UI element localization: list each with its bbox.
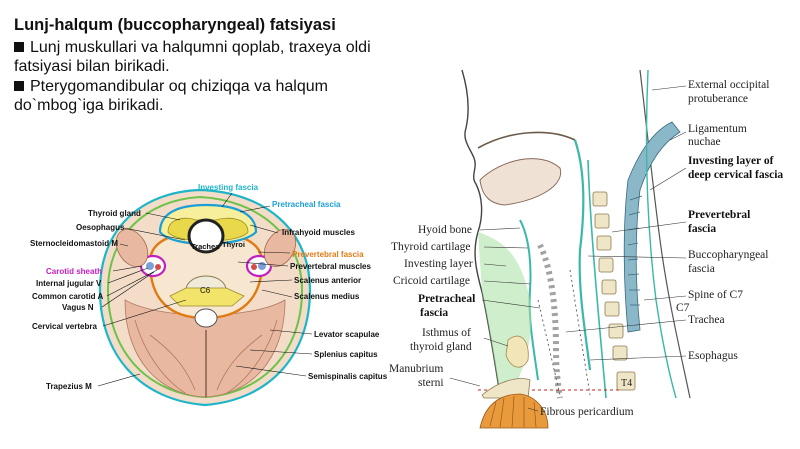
common-carotid-left — [155, 264, 161, 270]
label-isthmus-1: Isthmus of — [422, 327, 471, 339]
label-thyroid-cartilage: Thyroid cartilage — [391, 241, 471, 253]
label-esophagus: Esophagus — [688, 350, 738, 362]
sagittal-labels: External occipital protuberance Ligament… — [389, 79, 783, 418]
cross-section-leader-lines — [97, 192, 313, 387]
label-sternocleidomastoid: Sternocleidomastoid M — [30, 239, 118, 248]
neck-cross-section — [98, 188, 312, 407]
label-scalenus-medius: Scalenus medius — [294, 292, 360, 301]
label-semispinalis-capitus: Semispinalis capitus — [308, 372, 388, 381]
thyroid-isthmus — [505, 335, 529, 368]
label-c6: C6 — [200, 286, 211, 295]
label-levator-scapulae: Levator scapulae — [314, 330, 380, 339]
label-splenius-capitus: Splenius capitus — [314, 350, 378, 359]
label-ligamentum-2: nuchae — [688, 136, 721, 148]
label-scalenus-anterior: Scalenus anterior — [294, 276, 361, 285]
head-profile-outline — [461, 69, 501, 396]
label-common-carotid: Common carotid A — [32, 292, 103, 301]
label-manubrium-1: Manubrium — [389, 363, 443, 375]
bullet-1: Lunj muskullari va halqumni qoplab, trax… — [14, 38, 414, 77]
label-isthmus-2: thyroid gland — [410, 341, 472, 353]
label-prevertebral-1: Prevertebral — [688, 209, 750, 221]
label-c7: C7 — [676, 302, 690, 314]
label-spine-c7: Spine of C7 — [688, 289, 743, 301]
cross-section-labels: Investing fascia Pretracheal fascia Thyr… — [30, 183, 388, 391]
label-ext-occipital-1: External occipital — [688, 79, 769, 91]
square-bullet-icon — [14, 41, 24, 52]
label-investing-layer: Investing layer — [404, 258, 473, 270]
label-investing-fascia: Investing fascia — [198, 183, 259, 192]
label-pretracheal-2: fascia — [420, 307, 448, 319]
sagittal-section — [461, 69, 691, 429]
muscle-segment-lines — [134, 319, 278, 394]
fibrous-pericardium — [479, 393, 549, 429]
pretracheal-dotted — [537, 269, 591, 396]
label-trachea: Trachea — [191, 242, 220, 251]
label-investing-layer-2: deep cervical fascia — [688, 169, 783, 181]
sternocleidomastoid-right — [263, 228, 297, 268]
label-prevertebral-muscles: Prevertebral muscles — [290, 262, 371, 271]
label-buccopharyngeal-2: fascia — [688, 263, 715, 275]
pharynx-wall — [573, 139, 592, 371]
label-cricoid: Cricoid cartilage — [393, 275, 470, 287]
pericardium-stripes — [489, 395, 537, 428]
label-ligamentum-1: Ligamentum — [688, 123, 747, 135]
tongue — [479, 158, 562, 206]
sagittal-leader-lines — [449, 85, 687, 412]
trachea-ring — [187, 218, 225, 254]
internal-jugular-right — [258, 262, 266, 270]
label-ext-occipital-2: protuberance — [688, 93, 748, 105]
trachea-tube — [537, 243, 563, 399]
transverse-processes — [169, 287, 245, 307]
investing-posterior-line — [645, 69, 677, 399]
sternocleidomastoid-left — [115, 228, 149, 268]
label-fibrous-pericardium: Fibrous pericardium — [540, 406, 634, 418]
bullet-1-text: Lunj muskullari va halqumni qoplab, trax… — [14, 38, 371, 76]
label-internal-jugular: Internal jugular V — [36, 279, 102, 288]
slide-title: Lunj-halqum (buccopharyngeal) fatsiyasi — [14, 16, 336, 34]
label-thyroid-short: Thyroi — [222, 240, 245, 249]
bullet-2: Pterygomandibular oq chiziqqa va halqum … — [14, 77, 414, 116]
slide-text-block: Lunj-halqum (buccopharyngeal) fatsiyasi … — [14, 16, 414, 116]
manubrium — [481, 378, 531, 399]
label-vagus: Vagus N — [62, 303, 94, 312]
label-pretracheal-1: Pretracheal — [418, 293, 475, 305]
back-of-neck-outline — [639, 69, 691, 399]
spinal-cord — [194, 308, 218, 328]
label-infrahyoid: Infrahyoid muscles — [282, 228, 355, 237]
label-t4: T4 — [621, 378, 632, 389]
label-pretracheal-fascia: Pretracheal fascia — [272, 200, 341, 209]
label-cervical-vertebra: Cervical vertebra — [32, 322, 97, 331]
label-manubrium-2: sterni — [418, 377, 444, 389]
bullet-2-text: Pterygomandibular oq chiziqqa va halqum … — [14, 77, 328, 115]
label-buccopharyngeal-1: Buccopharyngeal — [688, 249, 768, 261]
square-bullet-icon — [14, 80, 24, 91]
label-oesophagus: Oesophagus — [76, 223, 125, 232]
label-hyoid: Hyoid bone — [418, 224, 472, 236]
label-prevertebral-fascia: Prevertebral fascia — [292, 250, 364, 259]
label-prevertebral-2: fascia — [688, 223, 716, 235]
label-investing-layer-1: Investing layer of — [688, 155, 774, 167]
ligamentum-nuchae — [623, 121, 681, 333]
label-thyroid-gland: Thyroid gland — [88, 209, 141, 218]
label-carotid-sheath: Carotid sheath — [46, 267, 102, 276]
common-carotid-right — [251, 264, 257, 270]
label-trapezius: Trapezius M — [46, 382, 92, 391]
larynx — [519, 219, 539, 381]
label-trachea: Trachea — [688, 314, 725, 326]
palate — [477, 131, 576, 149]
internal-jugular-left — [146, 262, 154, 270]
